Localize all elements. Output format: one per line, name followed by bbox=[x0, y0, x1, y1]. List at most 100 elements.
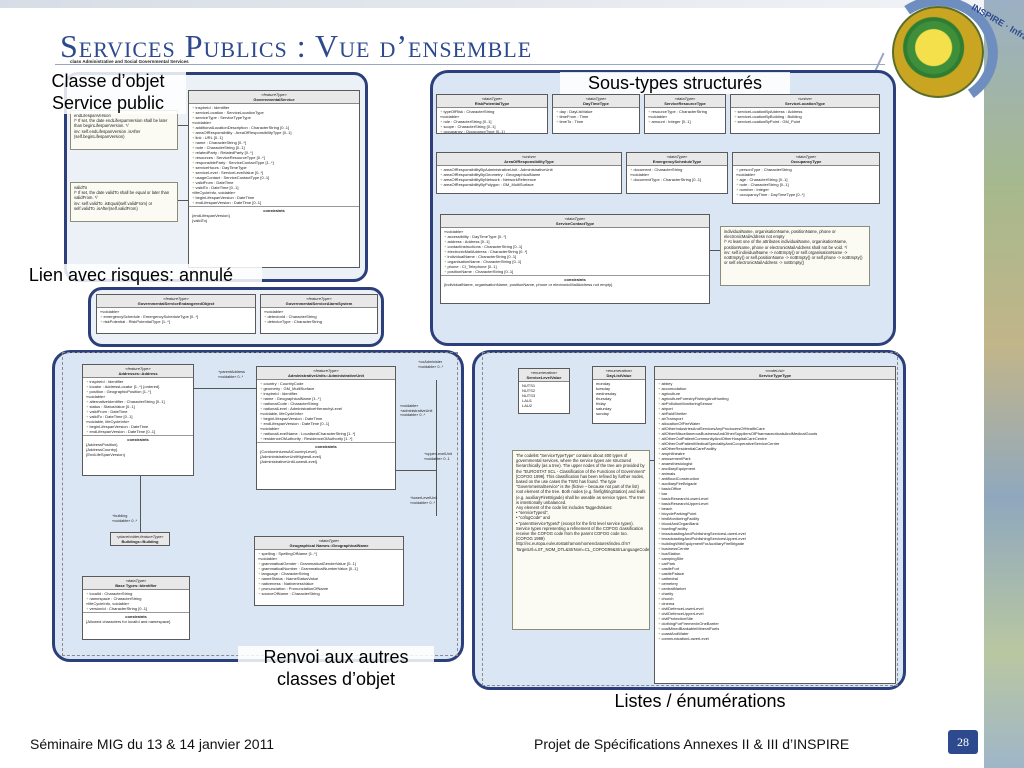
attribute-item: cathedral bbox=[658, 576, 892, 581]
attribute-item: grammaticalGender : GrammaticalGenderVal… bbox=[258, 561, 400, 566]
attribute-item: organisationName : CharacterString [0..1… bbox=[444, 259, 706, 264]
role-administrative-unit: «voidable» +administrativeUnit «voidable… bbox=[400, 404, 433, 417]
class-geographical-name[interactable]: «dataType»Geographical Names::Geographic… bbox=[254, 536, 404, 606]
attribute-item: «voidable» bbox=[440, 114, 460, 119]
attribute-item: riskPotential : RiskPotentialType [1..*] bbox=[100, 319, 252, 324]
attribute-item: timeFrom : Time bbox=[556, 114, 636, 119]
attribute-item: document : CharacterString bbox=[630, 167, 724, 172]
attribute-item: airPollutionMonitoringSensor bbox=[658, 401, 892, 406]
attribute-item: broadcastingAndPublishingServicesUpperLe… bbox=[658, 536, 892, 541]
attribute-item: auxiliaryFireBrigade bbox=[658, 481, 892, 486]
attribute-item: cinema bbox=[658, 601, 892, 606]
attribute-item: charity bbox=[658, 591, 892, 596]
attribute-item: anaesthesiologist bbox=[658, 461, 892, 466]
attribute-item: name : CharacterString [0..*] bbox=[192, 140, 356, 145]
class-risk-potential-type[interactable]: «dataType»RiskPotentialType typeOfRisk :… bbox=[436, 94, 548, 134]
constraints-body: {Allowed characters for localId and name… bbox=[86, 619, 171, 624]
stereotype: «dataType» bbox=[125, 578, 147, 583]
page-number: 28 bbox=[948, 730, 978, 754]
attribute-item: geometry : GM_MultiSurface bbox=[260, 386, 392, 391]
attribute-item: centralMarket bbox=[658, 586, 892, 591]
attribute-item: number : Integer bbox=[736, 187, 876, 192]
class-service-type-type[interactable]: «codeList»ServiceTypeType abbeyaccomodat… bbox=[654, 366, 896, 684]
connector-admin-vertical bbox=[436, 380, 437, 516]
stereotype: «featureType» bbox=[261, 92, 287, 97]
stereotype: «dataType» bbox=[674, 96, 696, 101]
class-header: «codeList»ServiceTypeType bbox=[655, 367, 895, 380]
class-address[interactable]: «featureType»Addresses::Address inspireI… bbox=[82, 364, 194, 476]
attribute-item: areaOfResponsibility : AreaOfResponsibil… bbox=[192, 130, 356, 135]
attribute-list: abbeyaccomodationagricultureagricultureF… bbox=[655, 380, 895, 642]
class-building[interactable]: «placeholder,featureType»Buildings::Buil… bbox=[110, 532, 170, 546]
title-underline bbox=[55, 64, 885, 65]
class-area-of-responsibility-type[interactable]: «union»AreaOfResponsibilityType areaOfRe… bbox=[436, 152, 622, 194]
attribute-item: day : DayListValue bbox=[556, 109, 636, 114]
class-header: «union»ServiceLocationType bbox=[731, 95, 879, 108]
constraints-section: constraints {Allowed characters for loca… bbox=[83, 612, 189, 625]
class-endangered-object[interactable]: «featureType»GovernmentalServiceEndanger… bbox=[96, 294, 256, 334]
attribute-item: «voidable» bbox=[260, 426, 280, 431]
stereotype: «union» bbox=[797, 96, 813, 101]
attribute-item: agriculture bbox=[658, 391, 892, 396]
attribute-item: serviceType : ServiceTypeType bbox=[192, 115, 356, 120]
class-header: «enumeration»ServiceLevelValue bbox=[519, 369, 569, 382]
attribute-item: emergencySchedule : EmergencyScheduleTyp… bbox=[100, 314, 252, 319]
attribute-item: areaOfResponsibilityByAdministrativeUnit… bbox=[440, 167, 618, 172]
attribute-item: beginLifespanVersion : DateTime bbox=[192, 195, 356, 200]
class-alarm-system[interactable]: «featureType»GovernmentalServiceAlarmSys… bbox=[260, 294, 378, 334]
attribute-item: bloodAndOrganBank bbox=[658, 521, 892, 526]
class-name: DayListValue bbox=[606, 373, 632, 378]
attribute-item: «voidable» bbox=[100, 309, 120, 314]
constraints-body: {CondominiumsAtCountryLevel} {Admininist… bbox=[260, 449, 322, 464]
class-header: «dataType»Base Types::Identifier bbox=[83, 577, 189, 590]
class-governmental-service[interactable]: «featureType» GovernmentalService inspir… bbox=[188, 90, 360, 268]
attribute-item: monday bbox=[596, 381, 611, 386]
attribute-item: «voidable» bbox=[192, 120, 212, 125]
attribute-item: note : CharacterString [0..1] bbox=[192, 145, 356, 150]
attribute-list: spelling : SpellingOfName [1..*]«voidabl… bbox=[255, 550, 403, 597]
class-name: ServiceTypeType bbox=[758, 373, 792, 378]
attribute-item: allocationOfFireWater bbox=[658, 421, 892, 426]
note-endlifespan: endLifespanVersion /* If set, the date e… bbox=[70, 110, 178, 150]
class-header: «placeholder,featureType»Buildings::Buil… bbox=[111, 533, 169, 545]
class-header: «dataType»Geographical Names::Geographic… bbox=[255, 537, 403, 550]
attribute-list: resourceType : CharacterString«voidable»… bbox=[645, 108, 725, 125]
class-base-types-identifier[interactable]: «dataType»Base Types::Identifier localId… bbox=[82, 576, 190, 640]
class-administrative-unit[interactable]: «featureType»AdministrativeUnits::Admini… bbox=[256, 366, 396, 490]
note-contact-not-empty: individualName, organisationName, positi… bbox=[720, 226, 870, 286]
attribute-item: age : CharacterString [0..1] bbox=[736, 177, 876, 182]
attribute-item: basicResearchUpperLevel bbox=[658, 501, 892, 506]
attribute-item: carPark bbox=[658, 561, 892, 566]
class-emergency-schedule-type[interactable]: «dataType»EmergencyScheduleType document… bbox=[626, 152, 728, 194]
class-service-location-type[interactable]: «union»ServiceLocationType serviceLocati… bbox=[730, 94, 880, 134]
attribute-item: campingSite bbox=[658, 556, 892, 561]
attribute-list: «voidable»emergencySchedule : EmergencyS… bbox=[97, 308, 255, 325]
class-header: «dataType»ServiceResourceType bbox=[645, 95, 725, 108]
attribute-item: nationalLevel : AdministrativeHierarchyL… bbox=[260, 406, 392, 411]
class-name: ServiceContactType bbox=[555, 221, 595, 226]
attribute-list: document : CharacterString«voidable»docu… bbox=[627, 166, 727, 183]
stereotype: «dataType» bbox=[564, 216, 586, 221]
attribute-item: validTo : DateTime [0..1] bbox=[86, 414, 190, 419]
connector-note-4 bbox=[650, 460, 654, 461]
attribute-item: church bbox=[658, 596, 892, 601]
attribute-item: link : URL [0..1] bbox=[192, 135, 356, 140]
attribute-item: busStation bbox=[658, 551, 892, 556]
class-name: ServiceLocationType bbox=[785, 101, 825, 106]
class-service-contact-type[interactable]: «dataType»ServiceContactType «voidable»a… bbox=[440, 214, 710, 304]
background-map-strip bbox=[984, 0, 1024, 768]
class-service-resource-type[interactable]: «dataType»ServiceResourceType resourceTy… bbox=[644, 94, 726, 134]
class-occupancy-type[interactable]: «dataType»OccupancyType personType : Cha… bbox=[732, 152, 880, 204]
attribute-list: inspireId : IdentifierserviceLocation : … bbox=[189, 104, 359, 206]
class-daytime-type[interactable]: «dataType»DayTimeType day : DayListValue… bbox=[552, 94, 640, 134]
attribute-item: typeOfRisk : CharacterString bbox=[440, 109, 544, 114]
attribute-item: sourceOfName : CharacterString bbox=[258, 591, 400, 596]
attribute-item: role : CharacterString [0..1] bbox=[440, 119, 544, 124]
attribute-item: airRaidShelter bbox=[658, 411, 892, 416]
attribute-item: animals bbox=[658, 471, 892, 476]
attribute-item: «voidable, lifeCycleInfo» bbox=[86, 419, 130, 424]
attribute-item: locator : AddressLocator [1..*] {ordered… bbox=[86, 384, 190, 389]
attribute-item: spelling : SpellingOfName [1..*] bbox=[258, 551, 400, 556]
